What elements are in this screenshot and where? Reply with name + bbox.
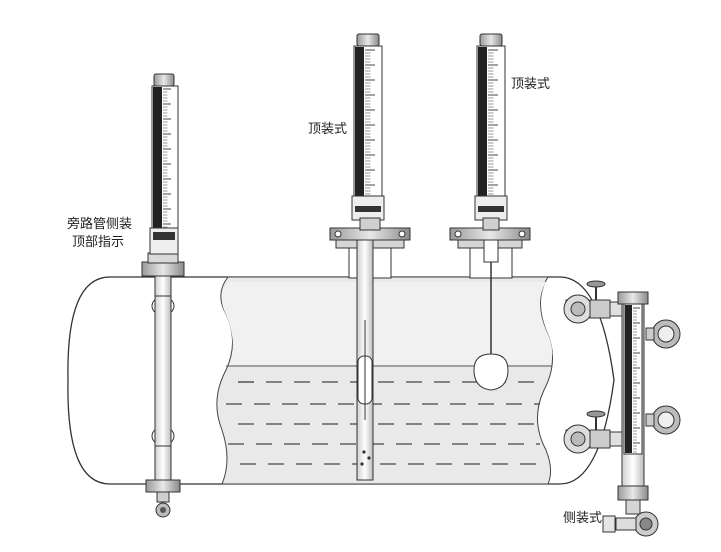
level-switch-icon [645, 319, 681, 349]
label-side-mount: 侧装式 [563, 511, 603, 526]
label-top-mount-b: 顶装式 [511, 77, 551, 92]
float-icon [473, 353, 509, 391]
top-mount-gauge-b [449, 33, 531, 391]
scale-ticks [163, 88, 171, 231]
flange-icon [141, 261, 185, 277]
scale-ticks [488, 49, 498, 195]
globe-valve-icon [563, 410, 625, 454]
liquid-dashes [226, 381, 540, 465]
globe-valve-icon [155, 502, 171, 518]
globe-valve-icon [563, 280, 625, 324]
scale-ticks [365, 49, 375, 195]
label-bypass-line2: 顶部指示 [72, 235, 125, 250]
top-mount-gauge-a [329, 33, 411, 481]
vapor-space [221, 282, 553, 365]
bypass-top-indicator-gauge [141, 73, 185, 518]
side-mount-gauge [563, 280, 681, 537]
globe-valve-icon [615, 511, 659, 537]
scale-ticks [633, 307, 640, 453]
level-switch-icon [645, 405, 681, 435]
label-bypass-line1: 旁路管侧装 [67, 217, 133, 232]
horizontal-tank [67, 276, 615, 485]
label-top-mount-a: 顶装式 [308, 122, 348, 137]
